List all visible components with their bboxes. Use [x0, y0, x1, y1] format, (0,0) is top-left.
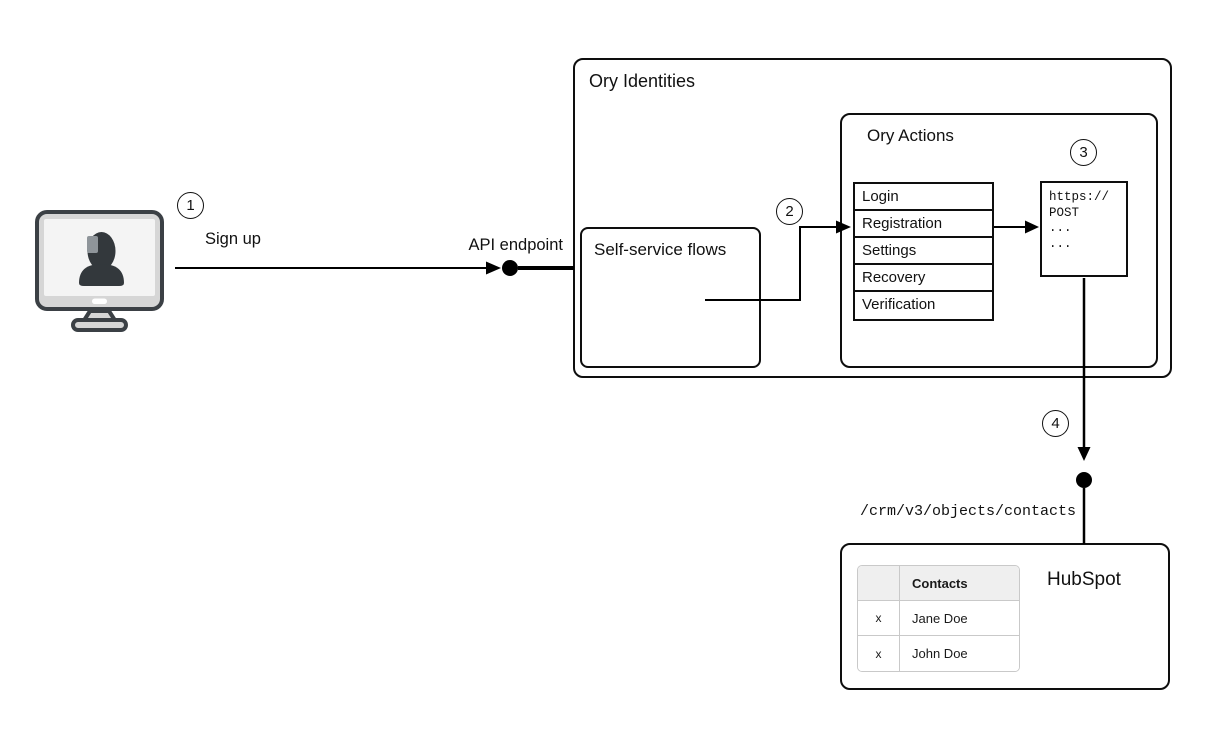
crm-endpoint-dot	[1076, 472, 1092, 488]
ory-actions-title: Ory Actions	[867, 126, 954, 145]
step-3-badge: 3	[1070, 139, 1097, 166]
row-name-cell: Jane Doe	[900, 601, 1019, 635]
code-line-ellipsis-2: ...	[1049, 236, 1072, 251]
sign-up-label: Sign up	[205, 230, 261, 248]
code-line-url: https://	[1049, 190, 1110, 204]
crm-path-label: /crm/v3/objects/contacts	[859, 503, 1076, 520]
flow-item-registration: Registration	[855, 211, 992, 238]
flow-item-settings: Settings	[855, 238, 992, 265]
arrow-webhook-down-head	[1077, 447, 1091, 461]
table-row: x Jane Doe	[858, 601, 1019, 636]
row-action-cell: x	[858, 601, 900, 635]
contacts-table: Contacts x Jane Doe x John Doe	[857, 565, 1020, 672]
code-line-ellipsis-1: ...	[1049, 221, 1072, 235]
row-name-cell: John Doe	[900, 636, 1019, 671]
user-computer-icon	[35, 210, 164, 332]
step-4-badge: 4	[1042, 410, 1069, 437]
header-cell-blank	[858, 566, 900, 600]
row-action-cell: x	[858, 636, 900, 671]
api-endpoint-label: API endpoint	[468, 236, 564, 254]
step-1-badge: 1	[177, 192, 204, 219]
ory-identities-title: Ory Identities	[589, 71, 696, 91]
header-cell-contacts: Contacts	[900, 566, 1019, 600]
self-service-flows-title: Self-service flows	[594, 240, 727, 259]
hubspot-box: HubSpot Contacts x Jane Doe x John Doe	[840, 543, 1170, 690]
table-row: x John Doe	[858, 636, 1019, 671]
flow-item-recovery: Recovery	[855, 265, 992, 292]
webhook-request-box: https:// POST ... ...	[1040, 181, 1128, 277]
flow-item-verification: Verification	[855, 292, 992, 319]
self-service-flow-list: Login Registration Settings Recovery Ver…	[853, 182, 994, 321]
api-endpoint-dot	[502, 260, 518, 276]
code-line-method: POST	[1049, 205, 1080, 220]
self-service-flows-box: Self-service flows	[580, 227, 761, 368]
step-2-badge: 2	[776, 198, 803, 225]
flow-item-login: Login	[855, 184, 992, 211]
hubspot-title: HubSpot	[1047, 569, 1121, 590]
arrow-signup-head	[486, 261, 501, 275]
contacts-table-header: Contacts	[858, 566, 1019, 601]
